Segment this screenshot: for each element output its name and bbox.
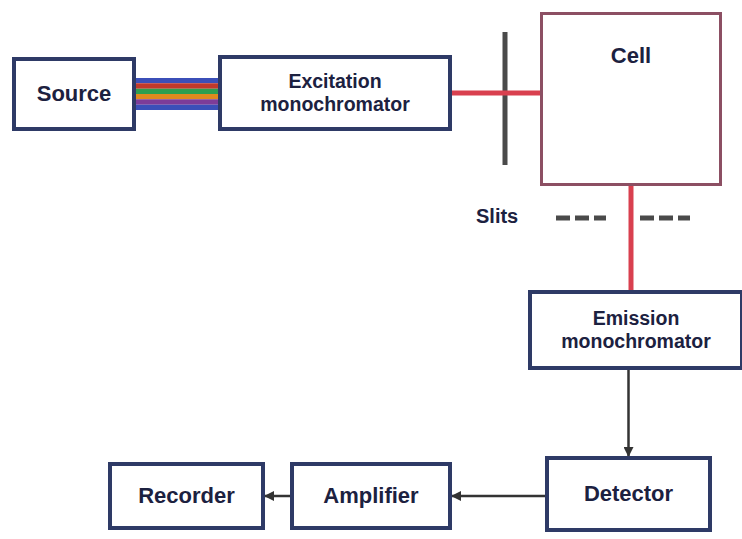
light-path bbox=[631, 186, 632, 290]
spectrum-band bbox=[136, 99, 218, 104]
block-label: Cell bbox=[605, 43, 657, 69]
block-label: Emission monochromator bbox=[532, 307, 740, 354]
signal-arrow bbox=[628, 370, 629, 456]
instrument-block: Excitation monochromator bbox=[218, 55, 452, 131]
slit bbox=[503, 32, 508, 165]
spectrum-band bbox=[136, 83, 218, 88]
slit bbox=[556, 216, 606, 221]
slit bbox=[640, 216, 690, 221]
spectrum-band bbox=[136, 105, 218, 110]
block-label: Source bbox=[31, 81, 118, 107]
light-beam bbox=[452, 91, 540, 96]
signal-arrow bbox=[452, 496, 545, 497]
instrument-block: Recorder bbox=[108, 462, 265, 530]
spectrum-band bbox=[136, 94, 218, 99]
spectrum-band bbox=[136, 78, 218, 83]
block-label: Amplifier bbox=[317, 483, 424, 509]
instrument-block: Emission monochromator bbox=[528, 290, 742, 370]
instrument-block: Amplifier bbox=[290, 462, 452, 530]
arrow-line bbox=[452, 495, 545, 498]
block-label: Detector bbox=[578, 481, 679, 507]
signal-arrow bbox=[265, 496, 290, 497]
slit-label: Slits bbox=[474, 205, 520, 228]
block-label: Excitation monochromator bbox=[222, 70, 448, 117]
light-path bbox=[452, 93, 540, 94]
spectrum-band bbox=[136, 89, 218, 94]
light-path bbox=[136, 81, 218, 108]
light-beam bbox=[629, 186, 634, 290]
instrument-block: Source bbox=[12, 57, 136, 131]
arrow-line bbox=[627, 370, 630, 456]
arrow-line bbox=[265, 495, 290, 498]
block-label: Recorder bbox=[132, 483, 241, 509]
sample-cell-box: Cell bbox=[540, 12, 722, 186]
instrument-block: Detector bbox=[545, 456, 712, 532]
